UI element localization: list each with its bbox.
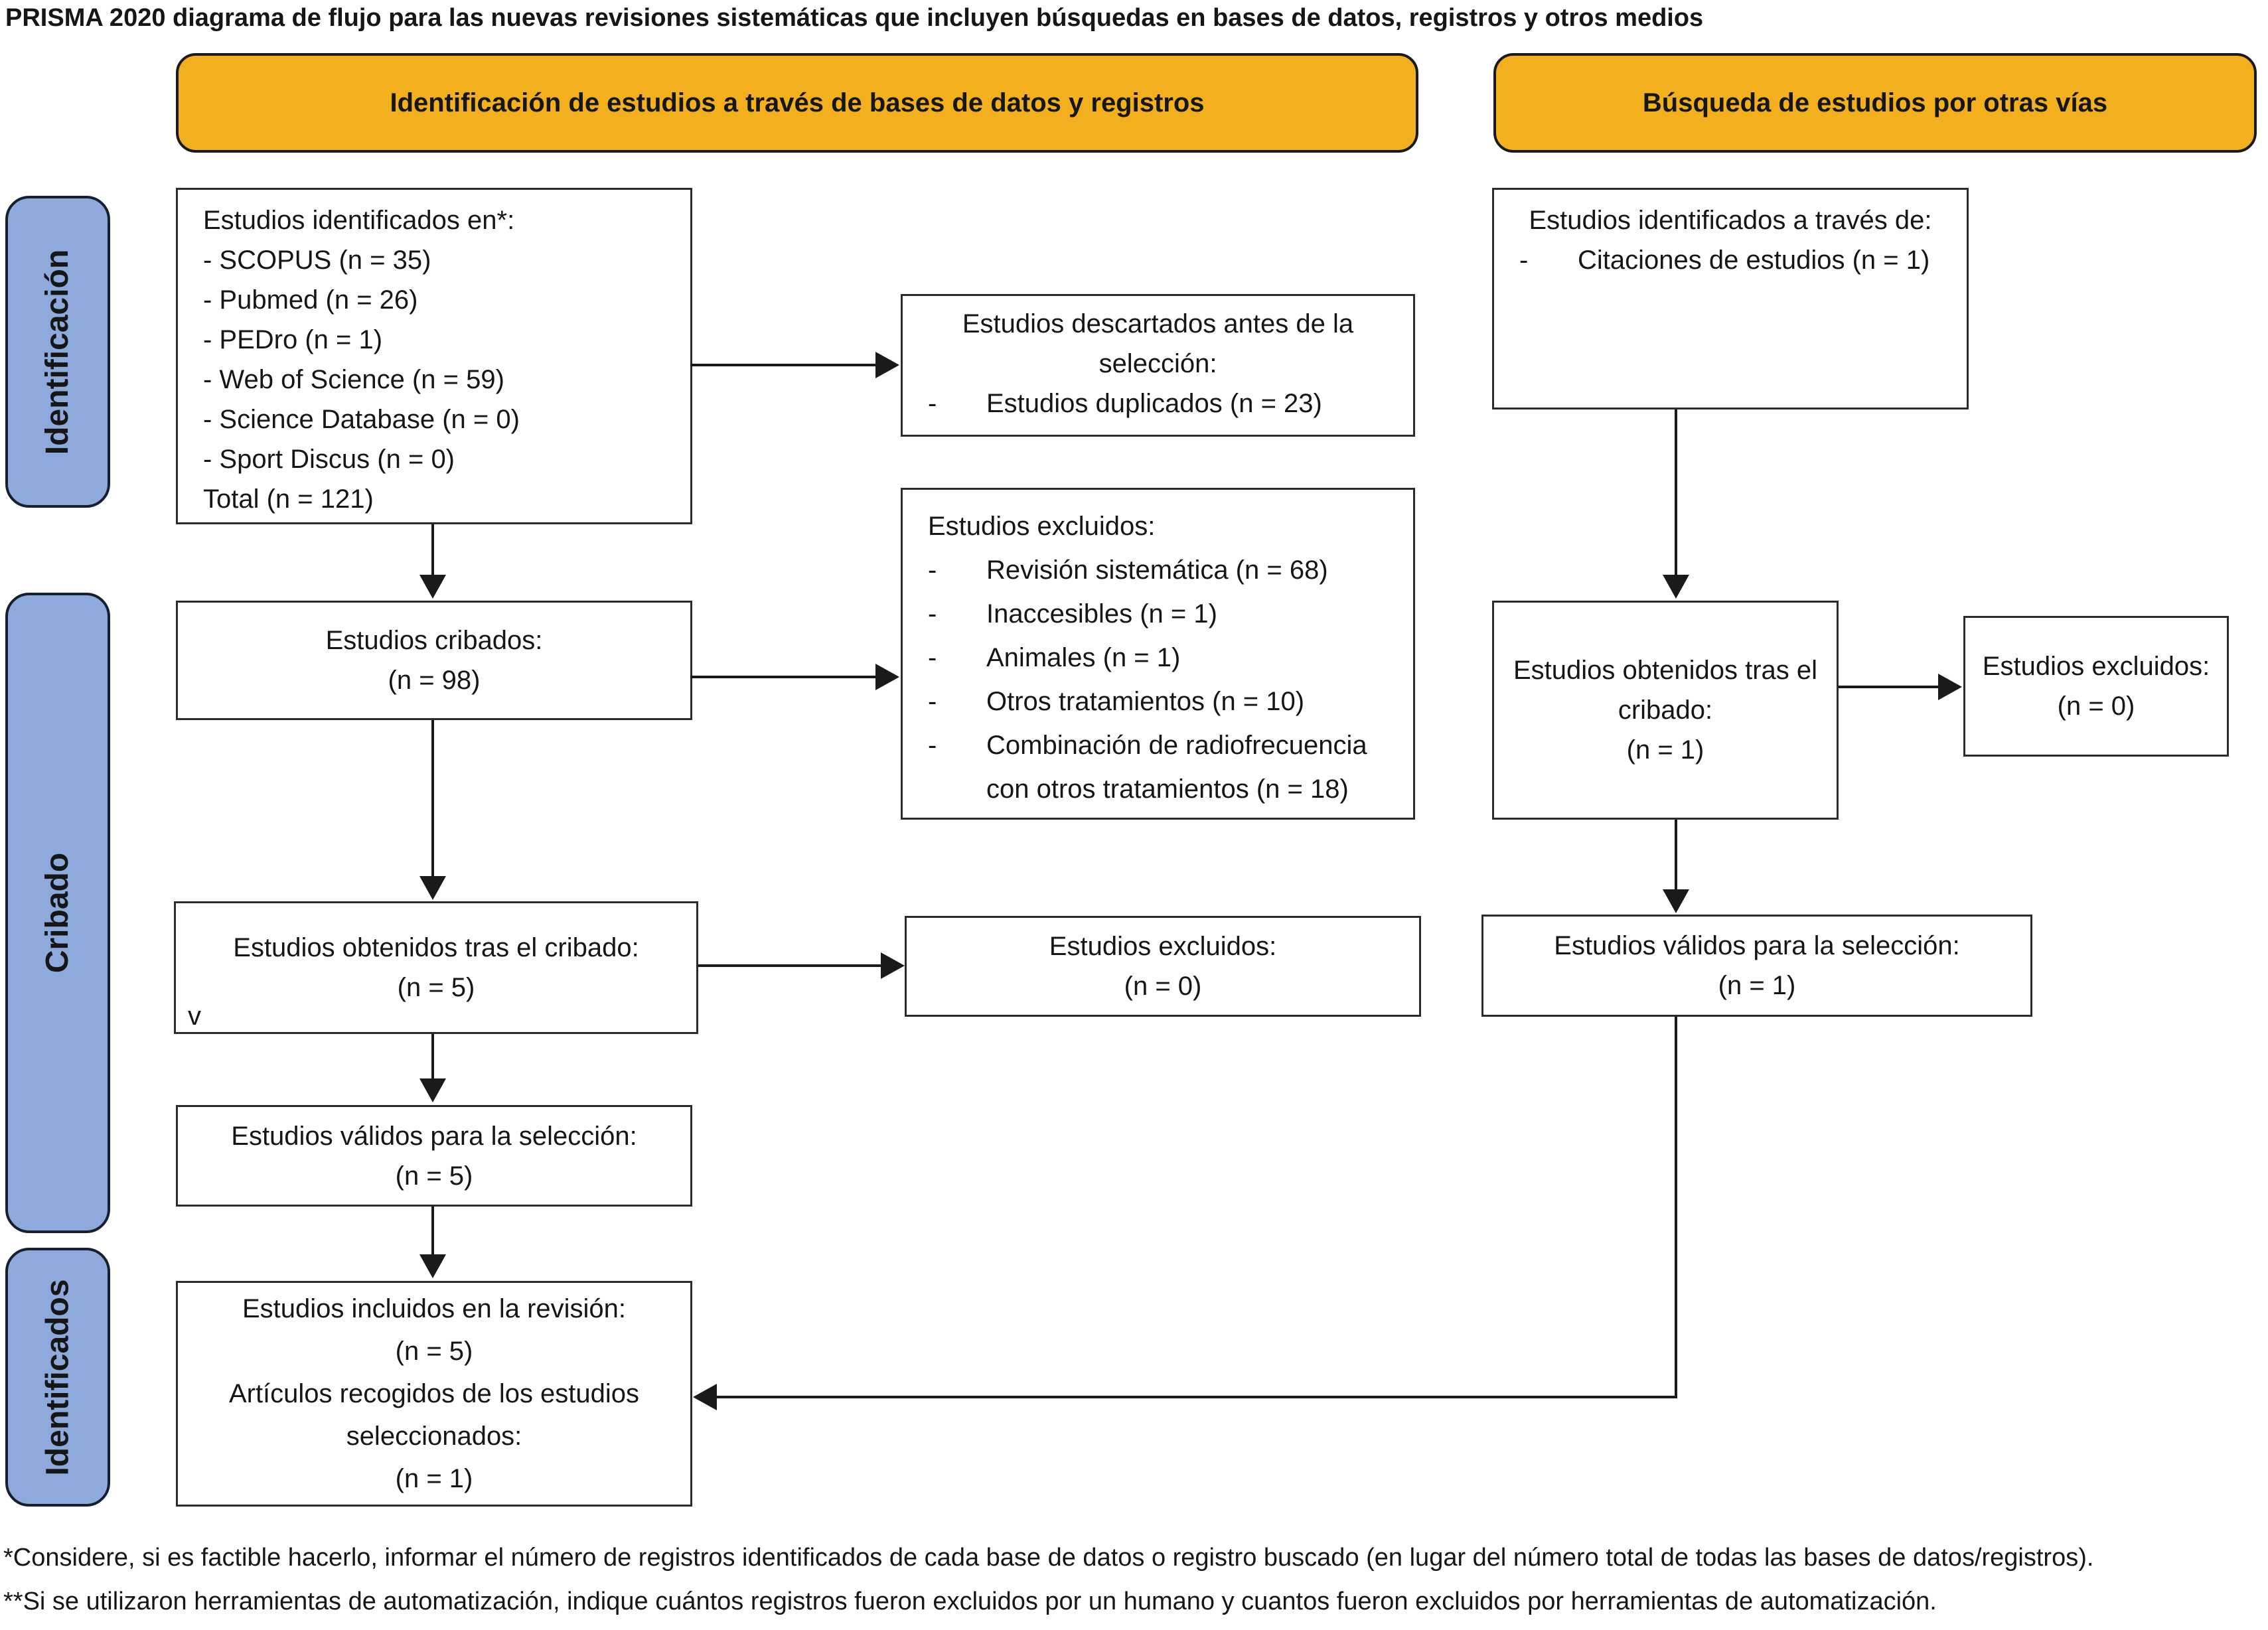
box-line: Estudios cribados: xyxy=(325,626,543,655)
arrow-identified-to-screened-line xyxy=(431,524,434,576)
box-line: - Sport Discus (n = 0) xyxy=(203,445,455,474)
arrow-retrieved-to-excluded-head xyxy=(881,952,905,979)
box-count: (n = 5) xyxy=(397,973,475,1002)
footnote-double-asterisk: **Si se utilizaron herramientas de autom… xyxy=(3,1588,1937,1615)
box-title: Estudios excluidos: xyxy=(928,512,1156,541)
arrow-screened-to-excluded-head xyxy=(875,664,899,690)
box-count: (n = 1) xyxy=(1626,735,1704,765)
box-excluded-other: Estudios excluidos: (n = 0) xyxy=(1963,616,2229,757)
box-count: (n = 1) xyxy=(1718,971,1796,1000)
arrow-retrieved-to-eligible-line xyxy=(431,1034,434,1080)
arrow-other-eligible-to-included-hline xyxy=(717,1396,1677,1398)
bullet-dash: - xyxy=(928,731,937,760)
box-excluded-reasons: Estudios excluidos: - Revisión sistemáti… xyxy=(901,488,1415,820)
box-line: Estudios válidos para la selección: xyxy=(1554,931,1960,960)
header-databases: Identificación de estudios a través de b… xyxy=(176,53,1418,153)
box-retrieved-databases: Estudios obtenidos tras el cribado: (n =… xyxy=(174,901,698,1034)
footnote-asterisk: *Considere, si es factible hacerlo, info… xyxy=(3,1544,2094,1572)
arrow-other-identified-to-retrieved-head xyxy=(1663,575,1689,599)
arrow-identified-to-screened-head xyxy=(419,575,446,599)
bullet-text: Estudios duplicados (n = 23) xyxy=(986,389,1322,418)
box-identified-databases: Estudios identificados en*: - SCOPUS (n … xyxy=(176,188,692,524)
bullet-text: Combinación de radiofrecuencia con otros… xyxy=(986,731,1367,804)
box-included: Estudios incluidos en la revisión: (n = … xyxy=(176,1281,692,1507)
bullet-dash: - xyxy=(928,556,937,585)
stage-identification: Identificación xyxy=(5,196,110,508)
stage-included: Identificados xyxy=(5,1248,110,1507)
box-count: (n = 1) xyxy=(395,1464,473,1493)
box-line: - PEDro (n = 1) xyxy=(203,325,383,354)
box-excluded-retrieval: Estudios excluidos: (n = 0) xyxy=(905,916,1421,1017)
box-line: Total (n = 121) xyxy=(203,484,374,514)
arrow-screened-to-retrieved-line xyxy=(431,720,434,877)
bullet-text: Animales (n = 1) xyxy=(986,643,1181,672)
arrow-identified-to-discarded-head xyxy=(875,352,899,378)
arrow-eligible-to-included-line xyxy=(431,1207,434,1256)
box-eligible-databases: Estudios válidos para la selección: (n =… xyxy=(176,1105,692,1207)
box-line: Estudios excluidos: xyxy=(1982,652,2210,681)
arrow-other-retrieved-to-eligible-head xyxy=(1663,889,1689,913)
box-count: (n = 0) xyxy=(1124,972,1202,1001)
box-line: - SCOPUS (n = 35) xyxy=(203,246,431,275)
bullet-text: Inaccesibles (n = 1) xyxy=(986,599,1217,629)
arrow-other-retrieved-to-eligible-line xyxy=(1675,820,1677,891)
arrow-retrieved-to-eligible-head xyxy=(419,1078,446,1102)
header-databases-label: Identificación de estudios a través de b… xyxy=(390,88,1205,117)
box-line: Estudios obtenidos tras el cribado: xyxy=(233,933,639,962)
stage-screening: Cribado xyxy=(5,593,110,1233)
arrow-identified-to-discarded-line xyxy=(690,364,877,366)
box-title: Estudios identificados a través de: xyxy=(1529,206,1932,235)
box-discarded-before-screening: Estudios descartados antes de la selecci… xyxy=(901,294,1415,437)
box-count: (n = 5) xyxy=(395,1161,473,1191)
box-line: Estudios excluidos: xyxy=(1049,932,1277,961)
box-line: - Science Database (n = 0) xyxy=(203,405,520,434)
bullet-text: Revisión sistemática (n = 68) xyxy=(986,556,1328,585)
box-line: Estudios identificados en*: xyxy=(203,206,515,235)
bullet-dash: - xyxy=(1519,246,1529,275)
stage-identification-label: Identificación xyxy=(40,249,76,455)
bullet-dash: - xyxy=(928,687,937,716)
arrow-other-eligible-to-included-head xyxy=(693,1384,717,1410)
arrow-screened-to-excluded-line xyxy=(690,676,877,678)
box-count: (n = 5) xyxy=(395,1337,473,1366)
box-screened: Estudios cribados: (n = 98) xyxy=(176,601,692,720)
box-eligible-other: Estudios válidos para la selección: (n =… xyxy=(1481,915,2032,1017)
arrow-other-retrieved-to-excluded-line xyxy=(1839,686,1939,688)
box-title: Estudios descartados antes de la selecci… xyxy=(962,309,1354,378)
header-other-methods: Búsqueda de estudios por otras vías xyxy=(1493,53,2257,153)
box-line: - Pubmed (n = 26) xyxy=(203,285,418,315)
bullet-text: Otros tratamientos (n = 10) xyxy=(986,687,1305,716)
header-other-methods-label: Búsqueda de estudios por otras vías xyxy=(1642,88,2108,117)
arrow-retrieved-to-excluded-line xyxy=(698,964,882,967)
arrow-other-identified-to-retrieved-line xyxy=(1675,409,1677,576)
box-line: - Web of Science (n = 59) xyxy=(203,365,504,394)
box-line: Artículos recogidos de los estudios sele… xyxy=(228,1379,640,1451)
box-line: Estudios válidos para la selección: xyxy=(231,1121,637,1151)
box-count: (n = 0) xyxy=(2057,692,2135,721)
box-count: (n = 98) xyxy=(388,666,481,695)
arrow-other-retrieved-to-excluded-head xyxy=(1938,674,1962,700)
bullet-text: Citaciones de estudios (n = 1) xyxy=(1578,246,1930,275)
box-line: Estudios incluidos en la revisión: xyxy=(242,1294,627,1323)
bullet-dash: - xyxy=(928,643,937,672)
box-retrieved-other: Estudios obtenidos tras el cribado: (n =… xyxy=(1492,601,1839,820)
stray-character: v xyxy=(188,1001,201,1031)
stage-screening-label: Cribado xyxy=(40,852,76,974)
arrow-other-eligible-to-included-vline xyxy=(1675,1017,1677,1398)
bullet-dash: - xyxy=(928,389,937,418)
arrow-eligible-to-included-head xyxy=(419,1254,446,1278)
bullet-dash: - xyxy=(928,599,937,629)
arrow-screened-to-retrieved-head xyxy=(419,876,446,900)
box-identified-other-methods: Estudios identificados a través de: - Ci… xyxy=(1492,188,1969,409)
diagram-title: PRISMA 2020 diagrama de flujo para las n… xyxy=(5,4,1704,32)
stage-included-label: Identificados xyxy=(40,1278,76,1476)
box-line: Estudios obtenidos tras el cribado: xyxy=(1513,656,1818,725)
